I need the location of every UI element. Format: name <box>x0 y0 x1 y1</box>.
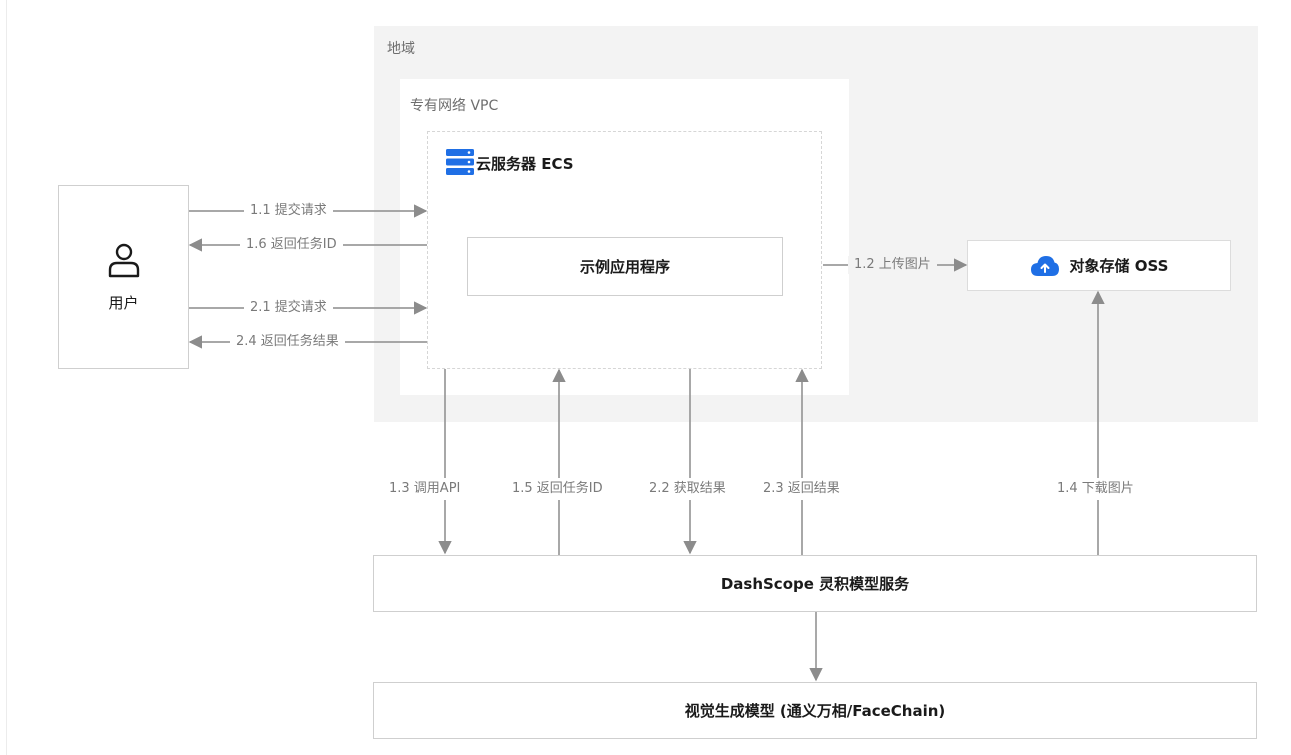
oss-box: 对象存储 OSS <box>967 240 1231 291</box>
oss-label: 对象存储 OSS <box>1069 257 1169 275</box>
flow-label-2-1: 2.1 提交请求 <box>244 299 333 317</box>
flow-label-1-5: 1.5 返回任务ID <box>512 478 603 500</box>
sample-app-label: 示例应用程序 <box>579 258 670 276</box>
page-edge-line <box>6 0 7 755</box>
flow-label-1-1: 1.1 提交请求 <box>244 202 333 220</box>
ecs-title: 云服务器 ECS <box>476 155 574 173</box>
flow-label-2-4: 2.4 返回任务结果 <box>230 333 345 351</box>
user-icon <box>108 243 140 278</box>
flow-label-1-3: 1.3 调用API <box>389 478 461 500</box>
vision-model-label: 视觉生成模型 (通义万相/FaceChain) <box>684 702 946 720</box>
flow-label-1-2: 1.2 上传图片 <box>848 256 937 274</box>
dashscope-box: DashScope 灵积模型服务 <box>373 555 1257 612</box>
vpc-label: 专有网络 VPC <box>410 98 499 114</box>
region-label: 地域 <box>387 41 415 57</box>
server-icon <box>446 149 474 175</box>
vision-model-box: 视觉生成模型 (通义万相/FaceChain) <box>373 682 1257 739</box>
user-label: 用户 <box>108 294 139 312</box>
flow-label-2-3: 2.3 返回结果 <box>763 478 840 500</box>
dashscope-label: DashScope 灵积模型服务 <box>720 575 910 593</box>
flow-label-1-4: 1.4 下载图片 <box>1057 478 1134 500</box>
sample-app-box: 示例应用程序 <box>467 237 783 296</box>
flow-label-1-6: 1.6 返回任务ID <box>240 236 343 254</box>
flow-label-2-2: 2.2 获取结果 <box>649 478 726 500</box>
cloud-upload-icon <box>1030 255 1059 276</box>
